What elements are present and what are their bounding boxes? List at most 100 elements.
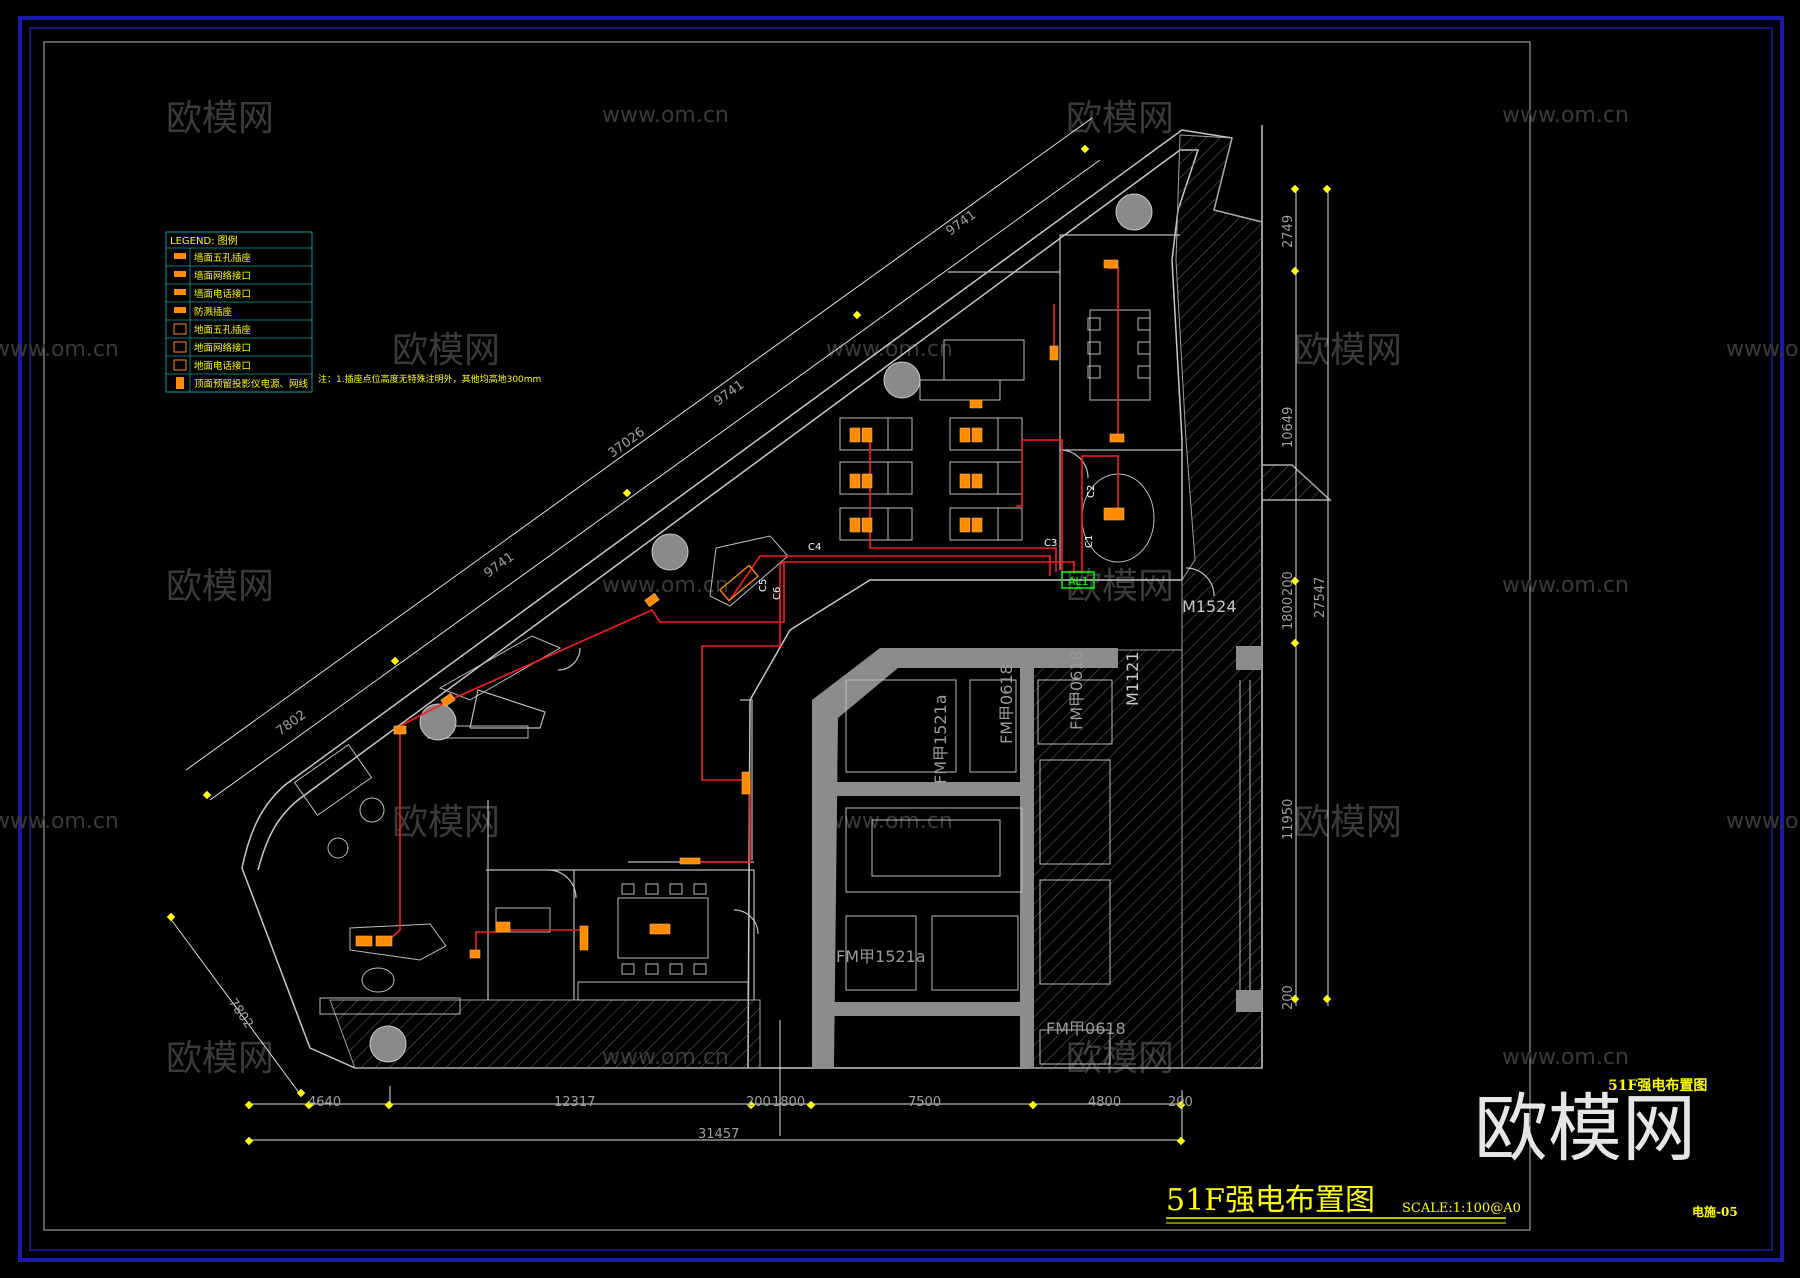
door-labels: M1524 M1121	[1123, 597, 1237, 706]
watermark-brand: 欧模网	[1294, 330, 1402, 371]
watermark-url: www.om.cn	[1726, 337, 1800, 362]
solar-panel-patch	[293, 743, 373, 817]
wall-socket-device	[579, 925, 589, 951]
circuit-run	[680, 561, 785, 863]
floor-socket-device	[971, 517, 983, 533]
watermark-brand: 欧模网	[1066, 98, 1174, 139]
door-label: FM甲1521a	[931, 694, 950, 784]
legend: LEGEND: 图例 墙面五孔插座 墙面网络接口 墙面电话接口 防溅插座 地面五…	[165, 231, 541, 393]
wall-socket-device	[718, 564, 760, 602]
service-core: FM甲1521a FM甲0618 FM甲1521a FM甲0618 FM甲061…	[812, 646, 1262, 1068]
distribution-panel: AL1	[1061, 571, 1095, 589]
watermark-brand: 欧模网	[1294, 802, 1402, 843]
dimension-text: 11950	[1281, 799, 1296, 840]
watermark-brand: 欧模网	[166, 566, 274, 607]
wall-phone-icon	[174, 289, 186, 295]
dimension-text: 7500	[908, 1095, 941, 1110]
watermark-brand: 欧模网	[166, 1038, 274, 1079]
wall-socket-device	[1103, 259, 1119, 269]
legend-item-label: 墙面电话接口	[194, 288, 251, 300]
floor-socket-device	[355, 935, 373, 947]
floor-socket-device	[849, 427, 861, 443]
small-title: 51F强电布置图	[1608, 1077, 1707, 1094]
circuit-run	[1016, 439, 1063, 574]
wall-socket-device	[393, 725, 407, 735]
columns	[369, 193, 1153, 1063]
floor-socket-device	[959, 473, 971, 489]
watermark-url: www.om.cn	[1502, 573, 1629, 598]
dimension-text: 12317	[554, 1095, 595, 1110]
floor-socket-device	[959, 427, 971, 443]
dimension-text: 7802	[274, 708, 310, 740]
brand-logo-text: 欧模网	[1474, 1086, 1696, 1172]
floor-socket-device	[649, 923, 671, 935]
watermark-brand: 欧模网	[166, 98, 274, 139]
door-label: M1121	[1123, 651, 1142, 706]
watermark-url: www.om.cn	[602, 573, 729, 598]
floor-socket-device	[849, 517, 861, 533]
column	[883, 361, 921, 399]
dimension-text: 7802	[225, 996, 256, 1032]
floor-socket-device	[959, 517, 971, 533]
legend-item-label: 顶面预留投影仪电源、网线	[194, 378, 309, 390]
dimension-texts: 9741 9741 9741 7802 37026 7802 2749 1064…	[225, 208, 1328, 1142]
floor-socket-device	[971, 473, 983, 489]
dimension-text: 200	[1281, 571, 1296, 596]
meeting-chairs-north	[1087, 317, 1151, 379]
circuit-wiring	[383, 267, 1119, 956]
watermark-brand: 欧模网	[1066, 566, 1174, 607]
dimension-text: 200	[1281, 985, 1296, 1010]
east-hatched-wall	[1175, 134, 1332, 1069]
legend-note: 注：1.插座点位高度无特殊注明外，其他均高地300mm	[318, 373, 541, 385]
dimension-text: 4800	[1088, 1095, 1121, 1110]
dimension-text: 1800	[1281, 597, 1296, 630]
core-hatched-area	[1029, 649, 1183, 1069]
workstations-east	[949, 417, 1023, 541]
door-label: FM甲1521a	[836, 947, 926, 966]
drawing-title: 51F强电布置图	[1166, 1183, 1375, 1218]
legend-item-label: 地面电话接口	[194, 360, 251, 372]
legend-icons	[173, 253, 187, 389]
floor-socket-device	[861, 473, 873, 489]
wall-network-icon	[174, 271, 186, 277]
floor-socket-device	[861, 517, 873, 533]
door-label: M1524	[1182, 597, 1237, 616]
legend-item-label: 地面网络接口	[194, 342, 251, 354]
outer-frame	[18, 16, 1784, 1262]
window-sofa-strip	[438, 635, 562, 701]
circuit-run	[1108, 267, 1119, 441]
title-block: 51F强电布置图 欧模网 51F强电布置图 SCALE:1:100@A0 电施-…	[1166, 1077, 1738, 1224]
legend-item-label: 墙面五孔插座	[194, 252, 252, 264]
watermark-url: www.om.cn	[1502, 1045, 1629, 1070]
furniture	[293, 309, 1155, 1015]
watermark-url: www.om.cn	[602, 103, 729, 128]
waterproof-socket-icon	[174, 307, 186, 313]
circuit-label: C4	[808, 542, 821, 553]
legend-item-label: 地面五孔插座	[194, 324, 252, 336]
dimension-text: 1800	[772, 1095, 805, 1110]
floor-socket-icon	[173, 323, 187, 335]
sheet-number: 电施-05	[1692, 1204, 1738, 1219]
floor-socket-device	[495, 921, 511, 933]
workstations-west	[839, 417, 913, 541]
circuit-labels: C1 C2 C3 C4 C5 C6	[758, 485, 1097, 600]
column	[651, 533, 689, 571]
legend-item-label: 防溅插座	[194, 306, 233, 318]
dimension-text: 200	[1168, 1095, 1193, 1110]
floor-socket-device	[1103, 507, 1125, 521]
dimension-text: 200	[746, 1095, 771, 1110]
column	[1115, 193, 1153, 231]
curved-counter	[709, 535, 789, 607]
wall-socket-device	[679, 857, 701, 865]
conference-chairs-south	[621, 883, 707, 975]
drawing-frame	[43, 41, 1531, 1231]
watermark-url: www.om.cn	[1502, 103, 1629, 128]
watermark-brand: 欧模网	[392, 802, 500, 843]
wall-socket-device	[469, 949, 481, 959]
front-desk	[349, 923, 447, 961]
electrical-devices	[355, 259, 1125, 959]
dimension-ticks	[166, 144, 1332, 1146]
wall-socket-device	[741, 771, 751, 795]
hatched-walls	[329, 134, 1332, 1069]
